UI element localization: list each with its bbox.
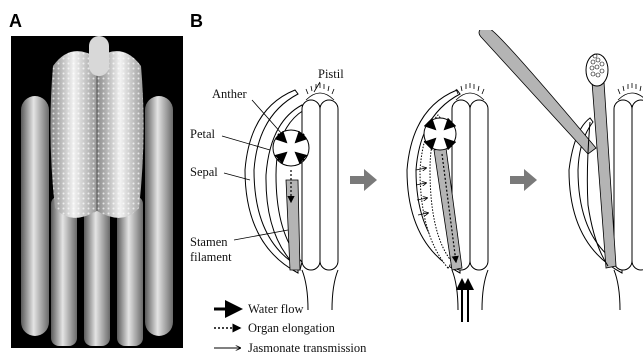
pistil-right-stage2 xyxy=(470,100,488,270)
pistil-right-stage1 xyxy=(320,100,338,270)
label-pistil: Pistil xyxy=(318,67,344,81)
anther-stage3 xyxy=(586,54,608,86)
pistil-left-stage1 xyxy=(302,100,320,270)
stage-2 xyxy=(407,83,488,322)
filament-left xyxy=(51,196,77,346)
left-petal xyxy=(21,96,49,336)
label-petal: Petal xyxy=(190,127,216,141)
label-stamen: Stamen xyxy=(190,235,228,249)
filament-center xyxy=(84,196,110,346)
stage-3 xyxy=(479,30,643,310)
pistil-left-stage3 xyxy=(614,100,632,270)
label-anther: Anther xyxy=(212,87,248,101)
legend-water-flow-label: Water flow xyxy=(248,302,304,316)
pistil-tip xyxy=(89,36,109,76)
legend: Water flow Organ elongation Jasmonate tr… xyxy=(214,302,367,355)
filament-right xyxy=(117,196,143,346)
petal-stage3 xyxy=(479,30,596,154)
flower-photograph xyxy=(11,36,183,348)
step-arrow-1 xyxy=(350,169,377,191)
right-petal xyxy=(145,96,173,336)
label-sepal: Sepal xyxy=(190,165,218,179)
step-arrow-2 xyxy=(510,169,537,191)
stage-1 xyxy=(245,83,338,310)
panel-b-letter: B xyxy=(190,11,203,32)
mechanism-diagram: Pistil Anther Petal Sepal Stamen filamen… xyxy=(190,30,643,358)
panel-a-letter: A xyxy=(9,11,22,32)
legend-jasmonate-label: Jasmonate transmission xyxy=(248,341,367,355)
legend-elongation-label: Organ elongation xyxy=(248,321,336,335)
pistil-right-stage3 xyxy=(632,100,643,270)
label-filament: filament xyxy=(190,250,232,264)
